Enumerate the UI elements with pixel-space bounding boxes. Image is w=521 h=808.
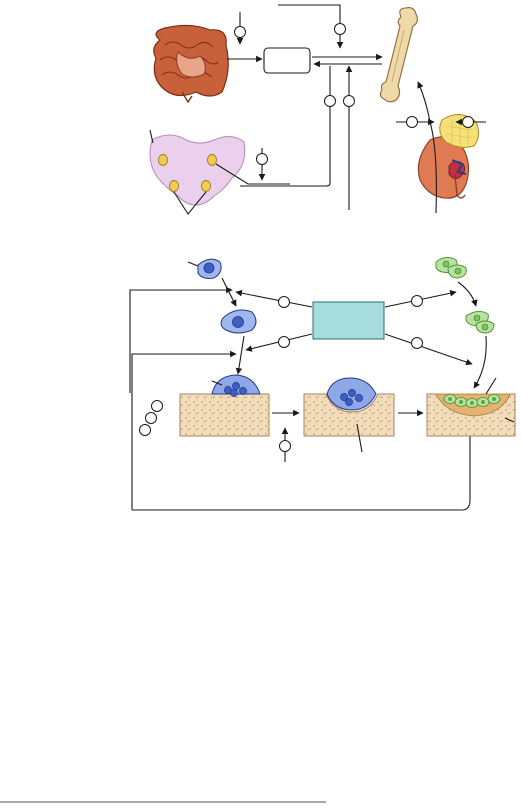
bone-block-resorption bbox=[179, 374, 270, 437]
top-center-box bbox=[263, 47, 311, 74]
bone-block-pit bbox=[303, 377, 395, 437]
left-node-3 bbox=[139, 424, 151, 436]
box-preosteoclast-node bbox=[278, 336, 290, 348]
left-feedback-line-2 bbox=[131, 350, 237, 510]
parathyroid-node-left bbox=[324, 95, 336, 107]
osteoid-label-leader bbox=[504, 417, 515, 423]
osteoblast-layer bbox=[443, 394, 501, 408]
precursor-to-preosteoblast-arrow bbox=[457, 281, 478, 307]
intestine-input-node bbox=[234, 26, 246, 38]
bottom-panel bbox=[129, 257, 516, 511]
parathyroid-gland-line bbox=[215, 163, 290, 185]
pit-label-leader bbox=[356, 423, 363, 453]
left-feedback-line-1 bbox=[129, 286, 233, 393]
bottom-center-box bbox=[312, 301, 385, 340]
box-to-progenitor-arrow bbox=[235, 289, 313, 308]
bottom-loop-line bbox=[132, 402, 471, 511]
bone-block-formation bbox=[426, 393, 516, 437]
box-progenitor-node bbox=[278, 296, 290, 308]
preosteoclast-to-osteoclast-arrow bbox=[235, 335, 245, 375]
kidney-node bbox=[343, 95, 355, 107]
box-osteoblast-precursor-node bbox=[411, 295, 423, 307]
osteoclast-label-leader bbox=[211, 380, 223, 386]
osteoclast-progenitor-cell bbox=[197, 258, 222, 279]
kidney-right-node bbox=[462, 116, 474, 128]
kidney-image bbox=[417, 114, 480, 199]
progenitor-to-preosteoclast-arrow bbox=[221, 277, 237, 307]
left-node-1 bbox=[151, 400, 163, 412]
osteoblast-precursor-cells bbox=[435, 257, 467, 279]
parathyroid-pointer bbox=[173, 191, 207, 215]
preosteoclast-cell bbox=[220, 309, 257, 334]
left-node-2 bbox=[145, 412, 157, 424]
parathyroid-image bbox=[149, 134, 246, 206]
kidney-left-node bbox=[406, 116, 418, 128]
preosteoblast-cells bbox=[465, 311, 495, 334]
top-panel bbox=[149, 4, 486, 215]
intestine-image bbox=[153, 24, 229, 104]
bone-image bbox=[379, 7, 419, 103]
box-to-osteoblast-arrow bbox=[384, 333, 473, 366]
bone-input-line bbox=[278, 4, 344, 49]
thyroid-label-leader bbox=[149, 129, 154, 144]
progenitor-label-leader bbox=[187, 261, 199, 267]
bone-input-node bbox=[334, 23, 346, 35]
preosteoblast-to-osteoblast-arrow bbox=[473, 335, 487, 389]
resorption-input-node bbox=[279, 440, 291, 452]
box-osteoblast-node bbox=[411, 337, 423, 349]
parathyroid-input-node bbox=[256, 153, 268, 165]
parathyroid-line bbox=[240, 66, 331, 187]
osteoblast-label-leader bbox=[485, 377, 497, 395]
